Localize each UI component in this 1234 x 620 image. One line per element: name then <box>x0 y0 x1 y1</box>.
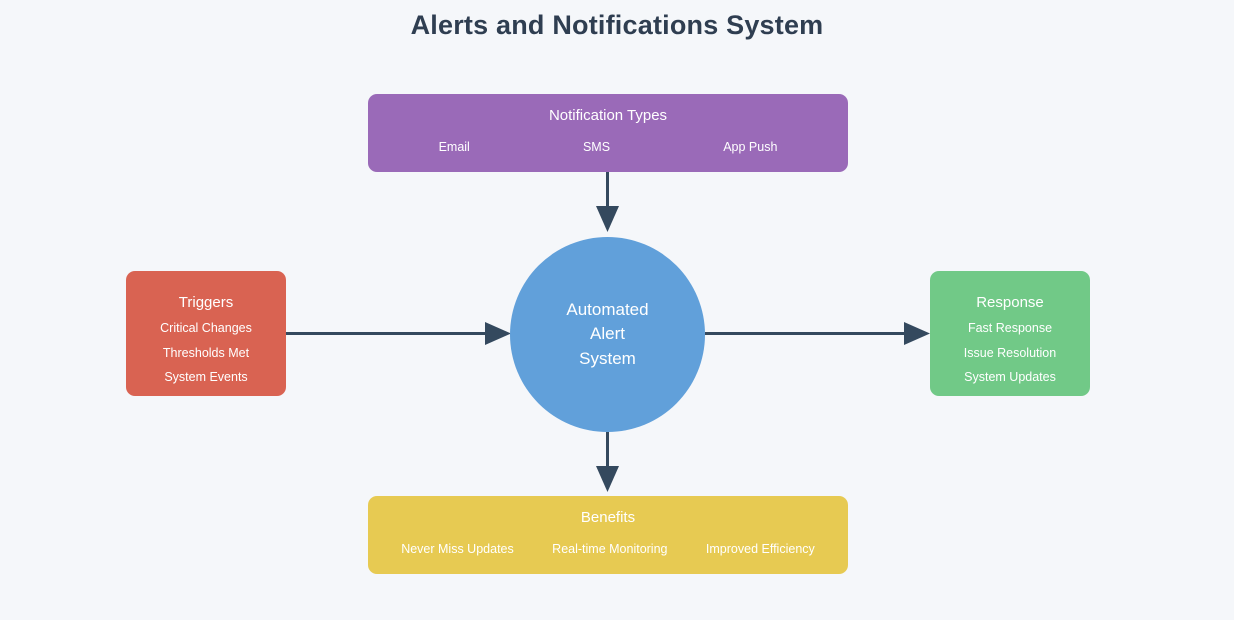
arrow-triggers-to-central <box>286 322 511 345</box>
list-item: Real-time Monitoring <box>552 542 668 556</box>
node-central-automated-alert-system[interactable]: Automated Alert System <box>510 237 705 432</box>
node-triggers[interactable]: Triggers Critical Changes Thresholds Met… <box>126 271 286 396</box>
list-item: Critical Changes <box>160 321 252 335</box>
node-notification-types[interactable]: Notification Types Email SMS App Push <box>368 94 848 172</box>
node-central-line-2: Alert <box>590 324 625 344</box>
arrow-notification-types-to-central <box>596 172 619 232</box>
list-item: App Push <box>723 140 778 154</box>
arrow-central-to-response <box>705 322 930 345</box>
list-item: Never Miss Updates <box>401 542 514 556</box>
node-response[interactable]: Response Fast Response Issue Resolution … <box>930 271 1090 396</box>
node-benefits-heading: Benefits <box>580 509 636 526</box>
node-central-line-3: System <box>579 348 636 368</box>
list-item: System Events <box>164 370 248 384</box>
node-central-line-1: Automated <box>566 299 649 319</box>
node-response-heading: Response <box>976 294 1044 311</box>
arrow-central-to-benefits <box>596 432 619 492</box>
node-benefits[interactable]: Benefits Never Miss Updates Real-time Mo… <box>368 496 848 574</box>
list-item: System Updates <box>964 370 1056 384</box>
node-benefits-items: Never Miss Updates Real-time Monitoring … <box>368 543 848 556</box>
node-notification-types-heading: Notification Types <box>548 107 668 124</box>
list-item: Email <box>438 140 470 154</box>
list-item: Fast Response <box>967 321 1053 335</box>
page-title: Alerts and Notifications System <box>410 10 824 40</box>
list-item: Issue Resolution <box>963 345 1057 360</box>
list-item: SMS <box>582 140 611 154</box>
list-item: Improved Efficiency <box>705 542 815 556</box>
node-notification-types-items: Email SMS App Push <box>368 141 848 154</box>
node-triggers-heading: Triggers <box>178 294 234 311</box>
node-central-label: Automated Alert System <box>566 298 648 372</box>
list-item: Thresholds Met <box>162 345 250 360</box>
